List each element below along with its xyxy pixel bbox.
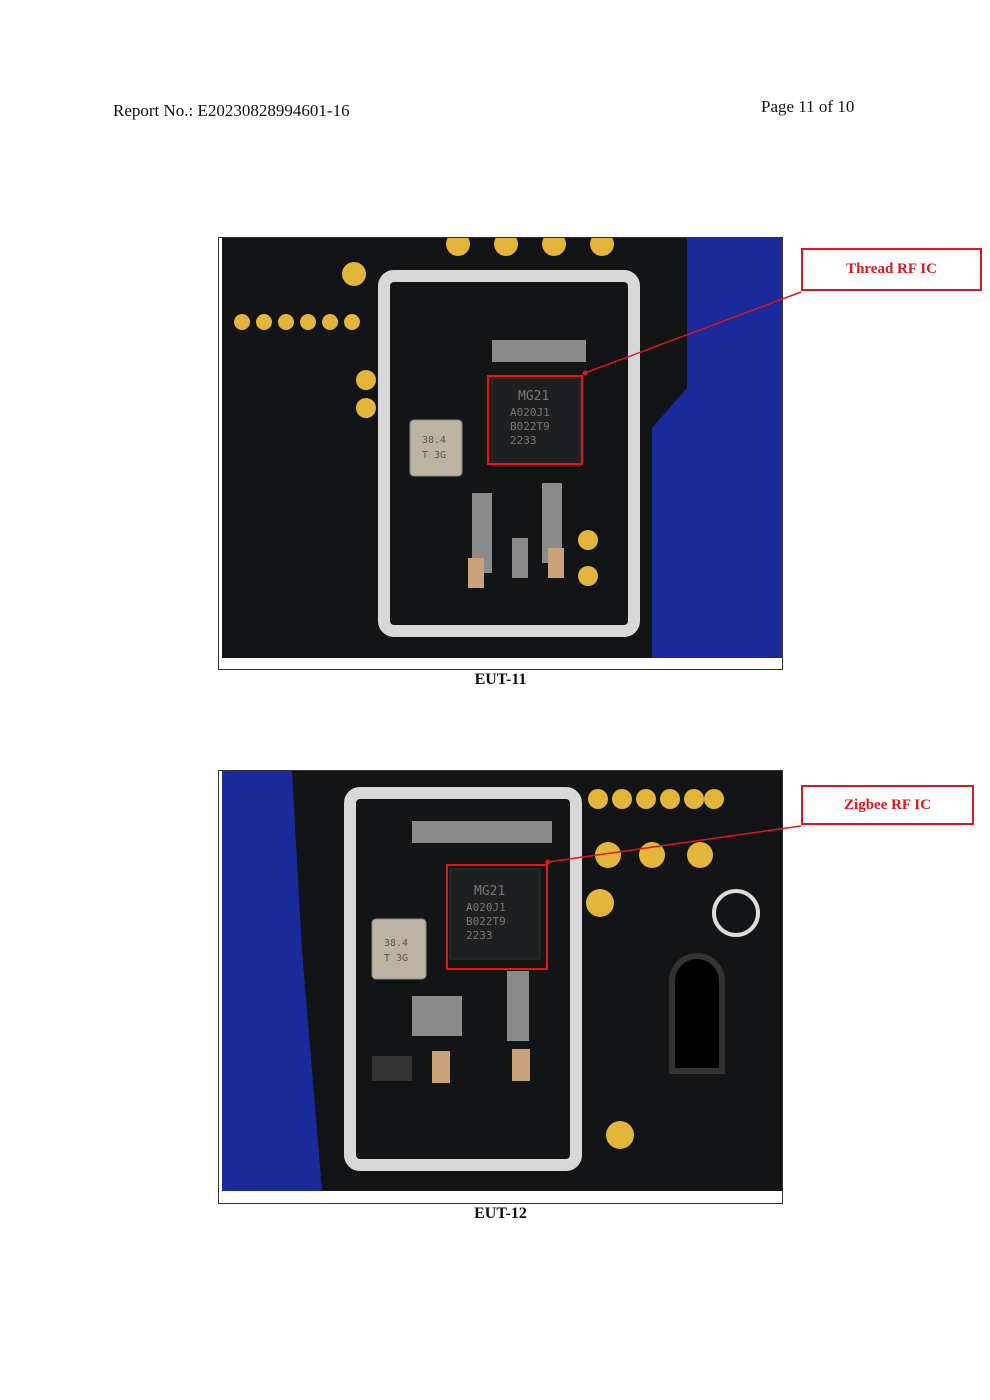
chip-marking: MG21 <box>474 884 505 899</box>
ic-highlight-box <box>487 375 583 465</box>
photo-caption: EUT-12 <box>474 1205 527 1222</box>
callout-zigbee-rf-ic: Zigbee RF IC <box>801 785 974 825</box>
chip-marking: A020J1 <box>510 406 550 419</box>
chip-marking: B022T9 <box>466 915 506 928</box>
chip-marking: MG21 <box>518 389 549 404</box>
photo-frame-eut-12: MG21 A020J1 B022T9 2233 38.4 T 3G EUT-12 <box>218 770 783 1222</box>
crystal-marking: T 3G <box>384 953 408 964</box>
photo-frame-eut-11: MG21 A020J1 B022T9 2233 38.4 T 3G EUT-11 <box>218 237 783 688</box>
pcb-photo-eut-11: MG21 A020J1 B022T9 2233 38.4 T 3G <box>222 238 782 658</box>
crystal-marking: T 3G <box>422 450 446 461</box>
chip-marking: B022T9 <box>510 420 550 433</box>
ic-highlight-box <box>446 864 548 970</box>
crystal-marking: 38.4 <box>422 435 446 446</box>
chip-marking: 2233 <box>510 434 537 447</box>
pcb-photo-eut-12: MG21 A020J1 B022T9 2233 38.4 T 3G <box>222 771 782 1191</box>
photo-caption: EUT-11 <box>474 671 527 688</box>
page-number: Page 11 of 10 <box>761 97 855 116</box>
callout-thread-rf-ic: Thread RF IC <box>801 248 982 291</box>
crystal-marking: 38.4 <box>384 938 408 949</box>
chip-marking: A020J1 <box>466 901 506 914</box>
chip-marking: 2233 <box>466 929 493 942</box>
report-number: Report No.: E20230828994601-16 <box>113 101 350 120</box>
